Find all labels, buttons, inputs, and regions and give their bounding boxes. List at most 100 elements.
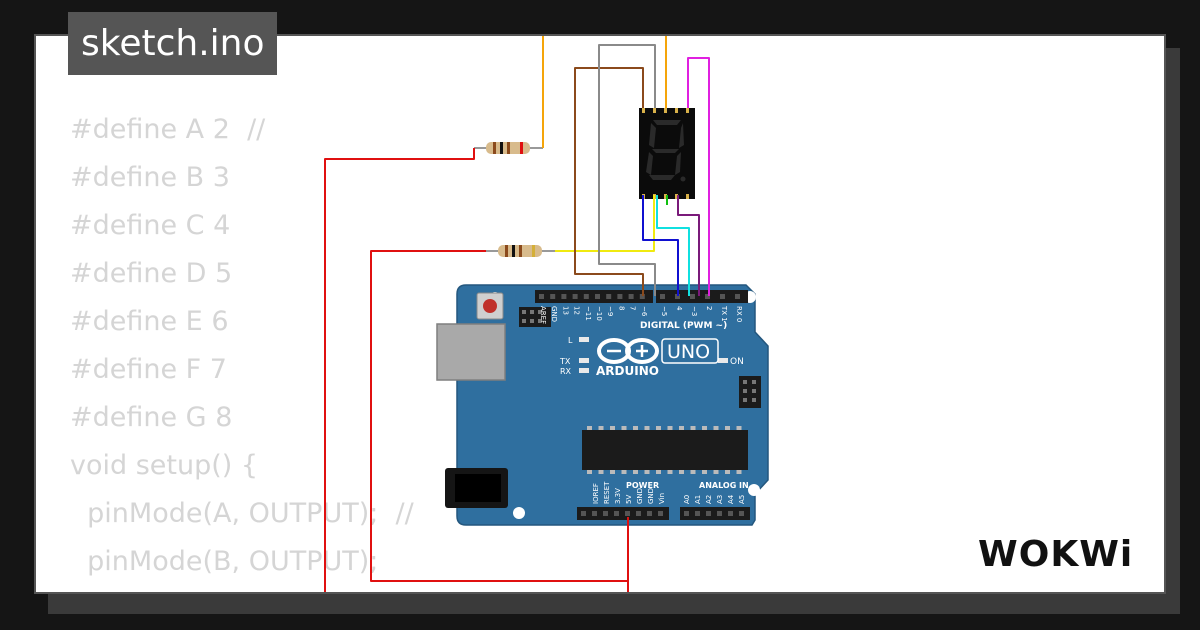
digital-pin-hole[interactable]	[595, 294, 600, 299]
uno-badge	[661, 338, 719, 364]
wire-blue	[642, 195, 679, 296]
digital-pin-label: TX 1	[720, 305, 728, 322]
chip-pin	[598, 426, 604, 430]
chip-pin	[633, 470, 638, 474]
digital-pin-label: 2	[705, 306, 713, 310]
power-pin-hole[interactable]	[647, 511, 652, 516]
code-line: #define F 7	[70, 354, 227, 385]
code-line: void setup() {	[70, 450, 259, 481]
digital-pin-hole[interactable]	[705, 294, 710, 299]
wire-yellow	[555, 195, 655, 252]
analog-pin-hole[interactable]	[695, 511, 700, 516]
digital-pin-label: ~3	[690, 306, 698, 316]
power-pin-label: GND	[636, 488, 644, 504]
analog-pin-hole[interactable]	[728, 511, 733, 516]
code-line: pinMode(A, OUTPUT); //	[70, 498, 414, 529]
digital-pin-hole[interactable]	[583, 294, 589, 299]
chip-pin	[587, 470, 592, 474]
chip-pin	[725, 470, 730, 474]
resistor-2[interactable]	[486, 245, 555, 257]
power-pin-label: RESET	[603, 481, 611, 504]
chip-pin	[587, 426, 592, 430]
chip-pin	[679, 470, 684, 474]
chip-pin	[621, 426, 627, 430]
code-line: #define A 2 //	[70, 114, 266, 145]
digital-pin-label: RX 0	[735, 306, 743, 322]
power-pin-hole[interactable]	[625, 511, 630, 516]
chip-pin	[713, 426, 719, 430]
led-label-rx: RX	[560, 367, 572, 376]
digital-pin-hole[interactable]	[639, 294, 645, 299]
digital-pin-hole[interactable]	[735, 294, 740, 299]
wire-cyan	[656, 195, 690, 296]
power-pin-hole[interactable]	[614, 511, 619, 516]
chip-pin	[598, 470, 604, 474]
digital-pin-hole[interactable]	[606, 294, 612, 299]
chip-pin	[656, 426, 661, 430]
analog-pin-hole[interactable]	[739, 511, 744, 516]
digital-pin-hole[interactable]	[572, 294, 578, 299]
wires	[324, 36, 710, 592]
power-pin-hole[interactable]	[592, 511, 597, 516]
chip-pin	[690, 426, 696, 430]
chip-pin	[656, 470, 661, 474]
chip-pin	[667, 426, 673, 430]
code-line: #define D 5	[70, 258, 233, 289]
icsp2-header	[739, 376, 761, 408]
seven-segment-display[interactable]	[639, 108, 695, 199]
led-label-l: L	[568, 336, 573, 345]
digital-pin-hole[interactable]	[720, 294, 725, 299]
analog-pin-label: A4	[727, 494, 735, 504]
atmega-chip	[582, 430, 748, 470]
digital-pin-label: 13	[561, 306, 569, 315]
chip-pin	[713, 470, 719, 474]
digital-pin-hole[interactable]	[675, 294, 680, 299]
digital-header-right	[656, 290, 748, 303]
power-pin-hole[interactable]	[581, 511, 586, 516]
chip-pin	[633, 426, 638, 430]
reset-button	[483, 299, 497, 313]
chip-pin	[621, 470, 627, 474]
power-pin-hole[interactable]	[658, 511, 663, 516]
chip-pin	[644, 470, 650, 474]
arduino-logo-icon	[597, 338, 659, 364]
led-on	[718, 358, 728, 363]
chip-pin	[679, 426, 684, 430]
chip-pin	[667, 470, 673, 474]
analog-pin-hole[interactable]	[717, 511, 722, 516]
analog-pin-hole[interactable]	[684, 511, 689, 516]
digital-pin-hole[interactable]	[617, 294, 623, 299]
power-pin-hole[interactable]	[603, 511, 608, 516]
resistor-1[interactable]	[474, 142, 543, 154]
chip-pin	[610, 470, 615, 474]
mounting-hole	[513, 507, 525, 519]
chip-pin	[644, 426, 650, 430]
mounting-hole	[748, 484, 760, 496]
arduino-brand: ARDUINO	[596, 364, 659, 378]
digital-pin-hole[interactable]	[628, 294, 634, 299]
chip-pin	[702, 426, 707, 430]
power-pin-hole[interactable]	[636, 511, 641, 516]
wokwi-logo: WOKWi	[978, 534, 1132, 575]
power-pin-label: Vin	[658, 493, 666, 504]
digital-pin-hole[interactable]	[660, 294, 665, 299]
digital-pin-hole[interactable]	[539, 294, 544, 299]
code-line: #define C 4	[70, 210, 231, 241]
analog-pin-label: A2	[705, 495, 713, 504]
power-label: POWER	[626, 481, 659, 490]
code-background: #define A 2 //#define B 3#define C 4#def…	[70, 106, 414, 592]
chip-pin	[702, 470, 707, 474]
digital-pin-hole[interactable]	[690, 294, 695, 299]
analog-pin-label: A1	[694, 495, 702, 504]
chip-pin	[725, 426, 730, 430]
analog-header	[680, 507, 750, 520]
digital-pin-hole[interactable]	[561, 294, 567, 299]
digital-pin-label: ~10	[595, 306, 603, 321]
digital-pin-label: 12	[573, 306, 581, 315]
digital-pin-hole[interactable]	[550, 294, 556, 299]
chip-pin	[610, 426, 615, 430]
analog-pin-hole[interactable]	[706, 511, 711, 516]
chip-pin	[690, 470, 696, 474]
